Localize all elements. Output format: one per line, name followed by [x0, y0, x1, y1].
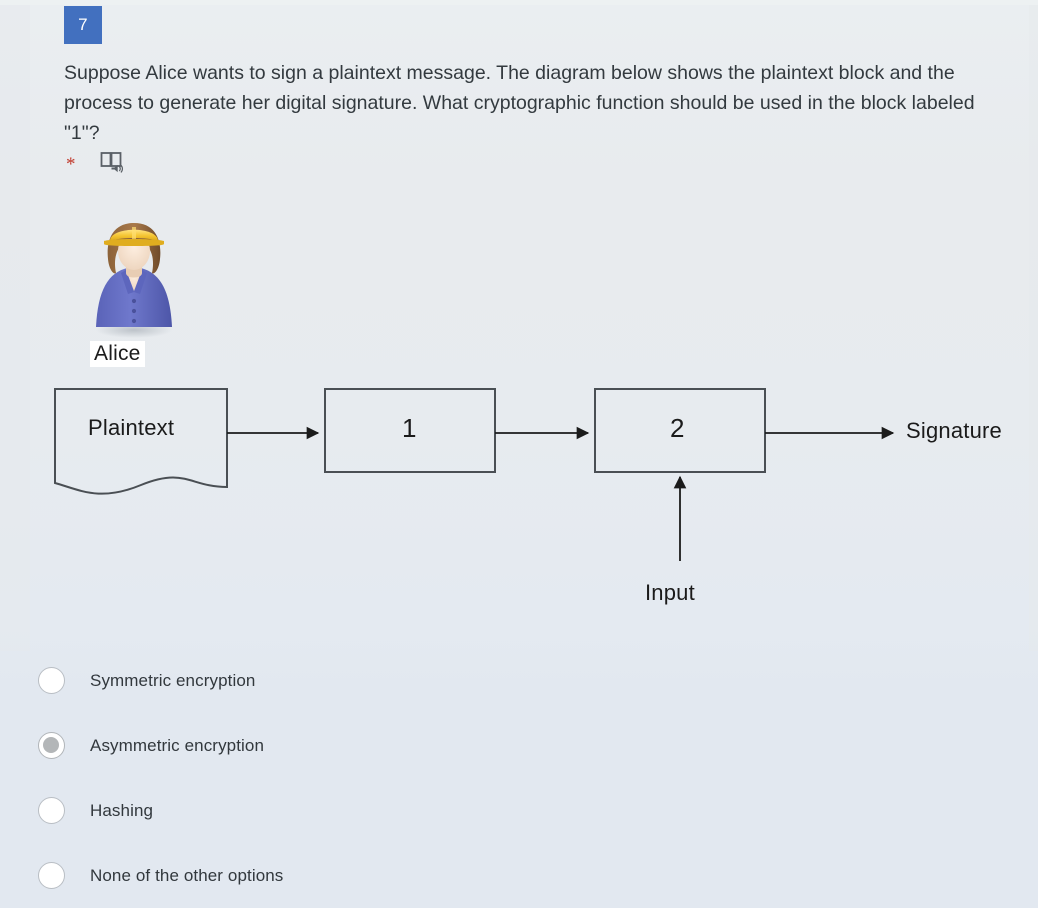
actor-label: Alice: [90, 341, 145, 367]
radio-symmetric-encryption[interactable]: [38, 667, 65, 694]
radio-asymmetric-encryption[interactable]: [38, 732, 65, 759]
node-block2-shape: [594, 388, 766, 473]
option-label-symmetric-encryption: Symmetric encryption: [90, 670, 256, 690]
answer-options: Symmetric encryption Asymmetric encrypti…: [0, 648, 1038, 908]
option-row-asymmetric-encryption[interactable]: Asymmetric encryption: [0, 713, 1038, 778]
node-label-block2: 2: [670, 413, 685, 443]
node-block1-shape: [324, 388, 496, 473]
radio-hashing[interactable]: [38, 797, 65, 824]
node-label-plaintext: Plaintext: [88, 415, 175, 440]
option-row-symmetric-encryption[interactable]: Symmetric encryption: [0, 648, 1038, 713]
card-right-edge: [1029, 5, 1038, 651]
option-label-hashing: Hashing: [90, 800, 154, 820]
female-engineer-avatar: [88, 215, 180, 340]
question-meta: *: [66, 150, 124, 178]
diagram-canvas: [54, 388, 895, 561]
radio-none-of-the-other-options[interactable]: [38, 862, 65, 889]
input-label: Input: [645, 580, 695, 605]
signature-process-diagram: Alice Plaintext 1 2 Signature Input: [0, 195, 1038, 650]
signature-label: Signature: [906, 418, 1002, 443]
card-left-edge: [0, 5, 30, 651]
immersive-reader-icon[interactable]: [98, 149, 124, 180]
card-top-edge: [0, 0, 1038, 5]
required-asterisk: *: [66, 153, 76, 175]
option-label-asymmetric-encryption: Asymmetric encryption: [90, 735, 265, 755]
question-text: Suppose Alice wants to sign a plaintext …: [64, 62, 975, 144]
option-label-none-of-the-other-options: None of the other options: [90, 865, 284, 885]
option-row-none-of-the-other-options[interactable]: None of the other options: [0, 843, 1038, 908]
node-plaintext-shape: [54, 388, 228, 495]
option-row-hashing[interactable]: Hashing: [0, 778, 1038, 843]
question-number-badge: 7: [64, 6, 102, 44]
node-label-block1: 1: [402, 413, 417, 443]
